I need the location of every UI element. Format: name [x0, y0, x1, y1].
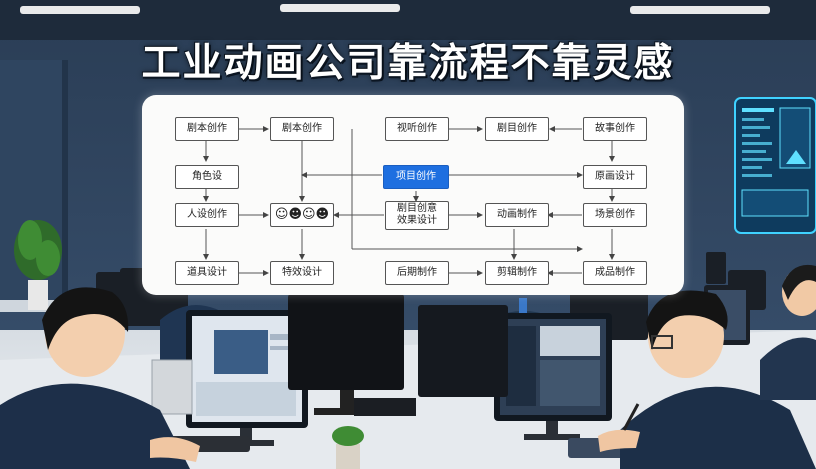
- flow-node: 原画设计: [583, 165, 647, 189]
- flow-node: 场景创作: [583, 203, 647, 227]
- flow-node-active: 项目创作: [383, 165, 449, 189]
- monitor-front-right: [494, 313, 612, 440]
- person-foreground-left: [0, 287, 200, 469]
- flow-node: 成品制作: [583, 261, 647, 285]
- flowchart-board: 剧本创作 剧本创作 视听创作 剧目创作 故事创作 角色设 项目创作 原画设计 人…: [142, 95, 684, 295]
- flow-node: 故事创作: [583, 117, 647, 141]
- ceiling-light: [20, 6, 140, 14]
- headline-title: 工业动画公司靠流程不靠灵感: [141, 41, 675, 86]
- monitor-front-left: [186, 310, 308, 446]
- pc-tower: [151, 359, 193, 415]
- monitor-center-back: [418, 305, 508, 397]
- flow-node: 后期制作: [385, 261, 449, 285]
- flow-node-characters: ☺☻☺☻: [270, 203, 334, 227]
- flowchart-connectors: [203, 126, 615, 276]
- desk-plant: [332, 426, 364, 469]
- flow-node: 特效设计: [270, 261, 334, 285]
- flow-node-line: 效果设计: [397, 215, 437, 226]
- flow-node-line: 剧目创意: [397, 203, 437, 214]
- flow-node: 剧目创意 效果设计: [385, 201, 449, 230]
- flow-node: 道具设计: [175, 261, 239, 285]
- flow-node: 人设创作: [175, 203, 239, 227]
- person-far-right: [760, 264, 816, 400]
- potted-plant: [14, 220, 62, 310]
- character-face-icon: ☺☻☺☻: [274, 207, 330, 222]
- person-foreground-right: [598, 290, 816, 469]
- flow-node: 角色设: [175, 165, 239, 189]
- wall-hologram-display: [734, 97, 816, 234]
- monitor-front-center: [288, 294, 416, 416]
- flow-node: 剧目创作: [485, 117, 549, 141]
- flow-node: 视听创作: [385, 117, 449, 141]
- flow-node: 剪辑制作: [485, 261, 549, 285]
- ceiling-light: [280, 4, 400, 12]
- flow-node: 动画制作: [485, 203, 549, 227]
- flow-node: 剧本创作: [175, 117, 239, 141]
- ceiling-light: [630, 6, 770, 14]
- flow-node: 剧本创作: [270, 117, 334, 141]
